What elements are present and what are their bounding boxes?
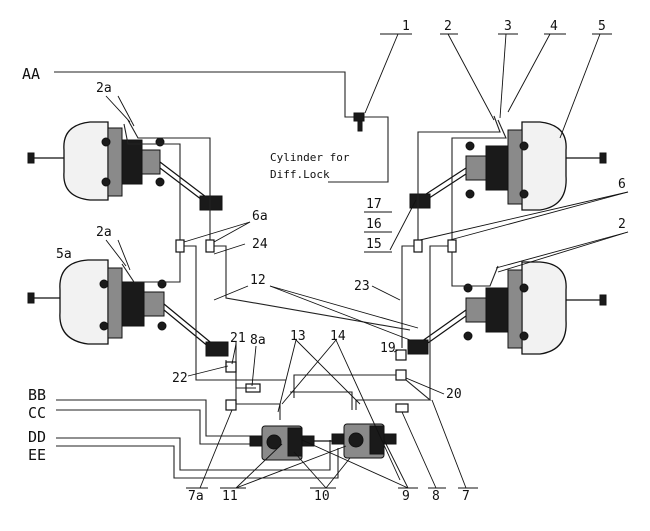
note-cylinder-line2: Diff.Lock <box>270 168 330 181</box>
relay-valve-right <box>331 423 397 459</box>
brake-chamber-lower-right <box>407 261 607 355</box>
label-2-top: 2 <box>444 19 452 34</box>
label-9: 9 <box>402 489 410 504</box>
line-label-aa: AA <box>22 65 40 83</box>
label-7a: 7a <box>188 489 204 504</box>
label-2a-upper: 2a <box>96 81 112 96</box>
label-11: 11 <box>222 489 238 504</box>
line-label-bb: BB <box>28 386 46 404</box>
label-14: 14 <box>330 329 346 344</box>
label-5: 5 <box>598 19 606 34</box>
label-7: 7 <box>462 489 470 504</box>
label-8a: 8a <box>250 333 266 348</box>
label-19: 19 <box>380 341 396 356</box>
label-22: 22 <box>172 371 188 386</box>
label-3: 3 <box>504 19 512 34</box>
pipe-network <box>54 71 507 479</box>
label-6a: 6a <box>252 209 268 224</box>
label-21: 21 <box>230 331 246 346</box>
label-23: 23 <box>354 279 370 294</box>
brake-chamber-upper-left <box>27 121 223 211</box>
label-13: 13 <box>290 329 306 344</box>
label-24: 24 <box>252 237 268 252</box>
leader-lines <box>105 33 629 489</box>
label-4: 4 <box>550 19 558 34</box>
label-20: 20 <box>446 387 462 402</box>
note-cylinder-line1: Cylinder for <box>270 151 350 164</box>
brake-chamber-lower-left <box>27 259 229 357</box>
line-label-ee: EE <box>28 446 46 464</box>
label-2-right: 2 <box>618 217 626 232</box>
line-label-cc: CC <box>28 404 46 422</box>
label-10: 10 <box>314 489 330 504</box>
label-12: 12 <box>250 273 266 288</box>
label-8: 8 <box>432 489 440 504</box>
brake-chamber-upper-right <box>409 121 607 211</box>
label-2a-lower: 2a <box>96 225 112 240</box>
label-17: 17 <box>366 197 382 212</box>
label-6: 6 <box>618 177 626 192</box>
label-1: 1 <box>402 19 410 34</box>
line-label-dd: DD <box>28 428 46 446</box>
label-15: 15 <box>366 237 382 252</box>
relay-valve-left <box>249 425 332 461</box>
label-5a: 5a <box>56 247 72 262</box>
label-16: 16 <box>366 217 382 232</box>
